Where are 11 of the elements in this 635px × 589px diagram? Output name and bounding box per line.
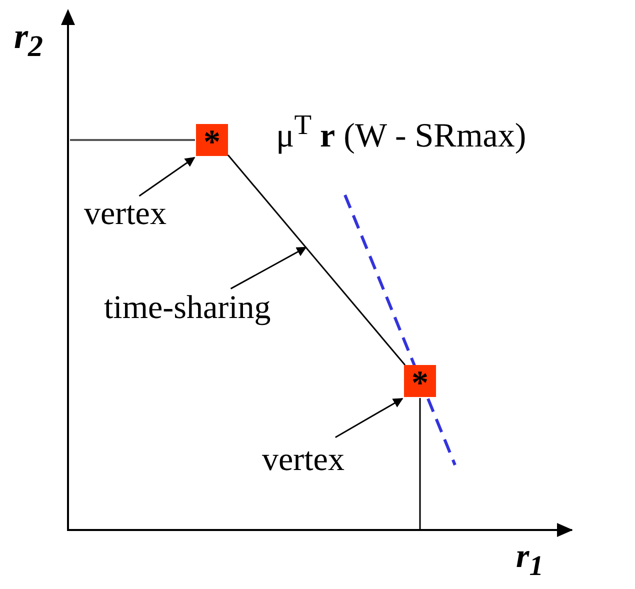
vertex-marker: * <box>404 365 436 397</box>
leader-arrow <box>230 246 307 290</box>
vertex-marker: * <box>196 124 228 156</box>
leader-arrow <box>138 156 196 197</box>
annotation-text: vertex <box>262 444 344 477</box>
annotation-text: vertex <box>84 198 166 231</box>
annotation-text: time-sharing <box>104 292 271 325</box>
axis-label: r$_{2}$ <box>14 18 44 62</box>
leader-arrow <box>335 398 404 438</box>
axis-label: r$_{1}$ <box>516 540 544 582</box>
formula-label: μ$^{T}$ r (W - SRmax) <box>276 112 526 154</box>
